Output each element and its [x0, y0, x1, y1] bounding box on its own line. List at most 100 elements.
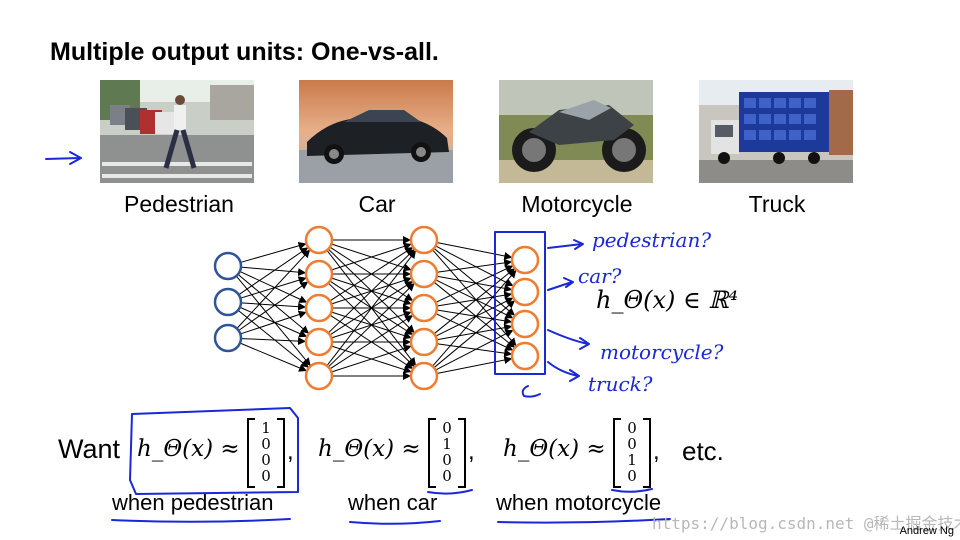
etc-label: etc.: [682, 436, 724, 466]
want-expression-lhs: h_Θ(x) ≈: [503, 436, 606, 462]
vector-entry: 0: [627, 467, 637, 485]
output-unit: [510, 245, 540, 275]
comma-separator: ,: [653, 438, 660, 465]
hidden-unit: [304, 259, 334, 289]
network-edge: [436, 343, 513, 358]
hand-curl: [521, 385, 541, 398]
handwritten-truck: truck?: [588, 372, 653, 396]
underline-motorcycle: [497, 518, 671, 524]
hand-arrow-2: [547, 277, 574, 291]
output-layer-box: [494, 231, 546, 375]
network-edge: [433, 247, 516, 316]
vector-entry: 0: [442, 467, 452, 485]
network-edge: [436, 242, 513, 260]
network-edge: [237, 309, 309, 368]
input-unit: [213, 323, 243, 353]
hidden-unit: [409, 259, 439, 289]
network-edge: [236, 249, 311, 329]
network-edge: [240, 337, 307, 346]
caption-when-pedestrian: when pedestrian: [112, 490, 274, 515]
vector-entry: 1: [442, 435, 452, 453]
hypothesis-formula: h_Θ(x) ∈ ℝ⁴: [596, 286, 738, 314]
network-edge: [240, 266, 307, 277]
underline-pedestrian: [111, 518, 291, 523]
network-edge: [331, 242, 412, 271]
network-edge: [433, 300, 516, 369]
network-edge: [327, 249, 415, 334]
caption-pedestrian: Pedestrian: [124, 191, 234, 217]
network-edge: [329, 315, 414, 370]
network-edge: [239, 270, 308, 303]
network-edge: [435, 313, 514, 351]
network-edge: [238, 281, 309, 331]
hand-arrow-1: [547, 239, 584, 250]
hidden-unit: [304, 361, 334, 391]
vector-entry: 0: [442, 451, 452, 469]
input-unit: [213, 251, 243, 281]
network-edge: [435, 329, 514, 371]
want-expression-lhs: h_Θ(x) ≈: [318, 436, 421, 462]
network-edge: [435, 279, 514, 319]
underline-car: [349, 520, 441, 525]
hidden-unit: [304, 293, 334, 323]
output-unit: [510, 277, 540, 307]
network-edge: [238, 247, 309, 296]
first-vector-box: [129, 407, 299, 495]
slide-title: Multiple output units: One-vs-all.: [50, 38, 439, 66]
motorcycle-photo: [499, 80, 653, 183]
output-unit: [510, 309, 540, 339]
caption-motorcycle: Motorcycle: [521, 191, 633, 217]
vector-entry: 0: [627, 419, 637, 437]
input-unit: [213, 287, 243, 317]
network-edge: [240, 310, 307, 335]
network-edge: [329, 247, 414, 302]
network-edge: [436, 275, 513, 293]
hand-arrow-4: [547, 361, 580, 382]
network-edge: [436, 309, 513, 325]
network-edge: [432, 249, 517, 347]
hidden-unit: [304, 225, 334, 255]
author-credit: Andrew Ng: [899, 525, 954, 537]
truck-photo: [699, 80, 853, 183]
network-edge: [239, 342, 308, 372]
network-edge: [331, 344, 412, 373]
output-unit: [510, 341, 540, 371]
vector-entry: 0: [261, 435, 271, 453]
network-edge: [436, 291, 513, 307]
pedestrian-photo: [100, 80, 254, 183]
underline-car-vector: [427, 489, 473, 495]
network-edge: [237, 273, 310, 334]
vector-entry: 0: [261, 451, 271, 469]
network-edge: [432, 269, 517, 367]
vector-entry: 1: [261, 419, 271, 437]
watermark: https://blog.csdn.net @稀土掘金技术社区: [652, 514, 960, 533]
network-edge: [235, 275, 311, 366]
hidden-unit: [409, 361, 439, 391]
underline-moto-vector: [611, 488, 653, 493]
handwritten-car: car?: [578, 264, 622, 288]
comma-separator: ,: [468, 438, 475, 465]
car-photo: [299, 80, 453, 183]
network-edge: [435, 265, 514, 303]
hidden-unit: [304, 327, 334, 357]
network-edge: [240, 302, 307, 311]
network-edge: [433, 268, 515, 335]
caption-when-car: when car: [348, 490, 438, 515]
caption-truck: Truck: [748, 191, 806, 217]
vector-entry: 1: [627, 451, 637, 469]
network-edge: [326, 250, 417, 367]
network-edge: [327, 283, 415, 368]
network-edge: [239, 306, 308, 338]
comma-separator: ,: [287, 438, 294, 465]
handwritten-motorcycle: motorcycle?: [600, 340, 724, 364]
handwritten-pedestrian: pedestrian?: [592, 228, 712, 252]
network-edge: [436, 258, 513, 273]
network-edge: [436, 323, 513, 341]
network-edge: [240, 276, 307, 299]
want-expression-lhs: h_Θ(x) ≈: [137, 436, 240, 462]
vector-entry: 0: [627, 435, 637, 453]
